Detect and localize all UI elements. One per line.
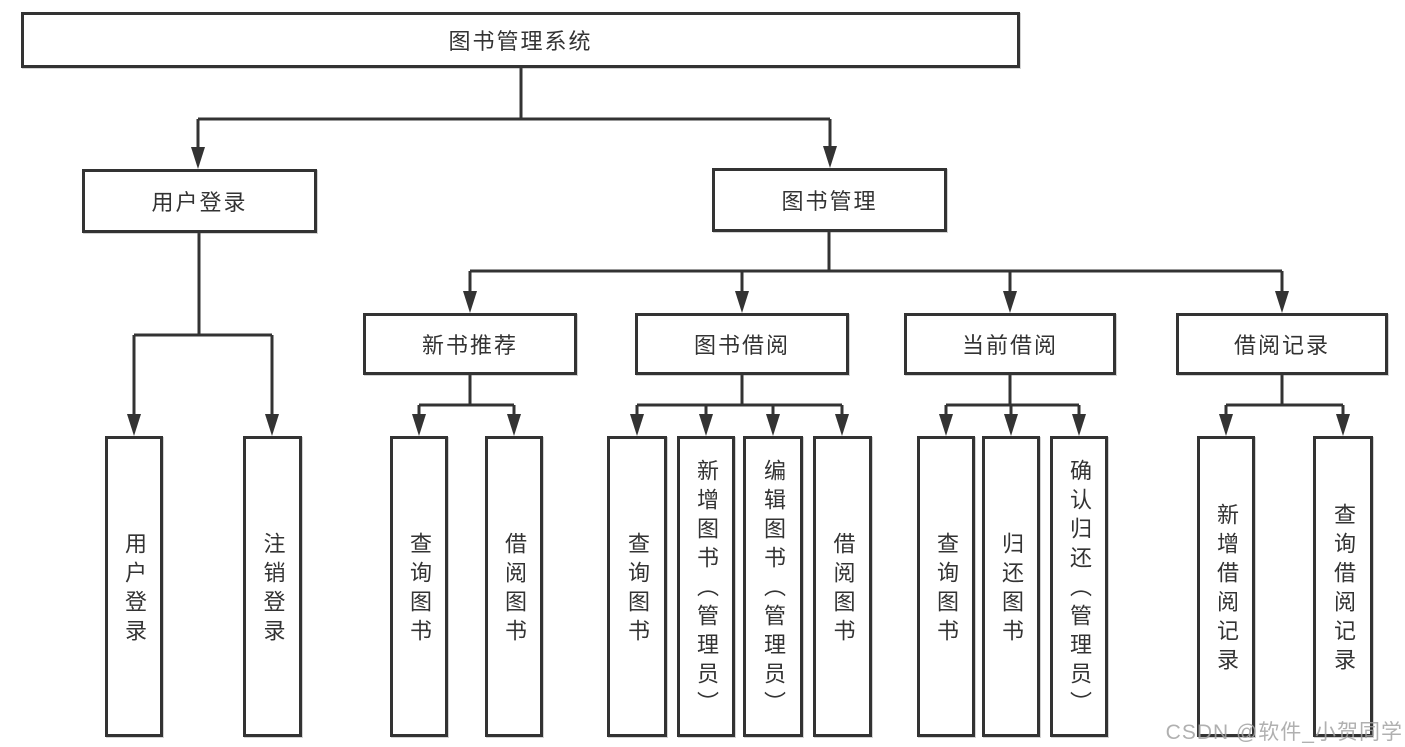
leaf-current-confirm-return-admin: 确认归还（管理员）: [1050, 436, 1108, 737]
leaf-record-add-borrow-record: 新增借阅记录: [1197, 436, 1255, 737]
node-current-borrow: 当前借阅: [904, 313, 1116, 375]
arrowheads: [127, 146, 1350, 436]
leaf-record-query-borrow-record: 查询借阅记录: [1313, 436, 1373, 737]
leaf-current-query-books: 查询图书: [917, 436, 975, 737]
csdn-watermark: CSDN @软件_小贺同学: [1165, 721, 1403, 744]
node-new-book-recommend: 新书推荐: [363, 313, 577, 375]
node-borrow-record: 借阅记录: [1176, 313, 1388, 375]
node-book-borrow: 图书借阅: [635, 313, 849, 375]
leaf-current-return-books: 归还图书: [982, 436, 1040, 737]
leaf-recommend-query-books: 查询图书: [390, 436, 448, 737]
leaf-logout: 注销登录: [243, 436, 302, 737]
leaf-borrow-add-books-admin: 新增图书（管理员）: [677, 436, 735, 737]
leaf-borrow-query-books: 查询图书: [607, 436, 667, 737]
node-root-system: 图书管理系统: [21, 12, 1020, 68]
leaf-borrow-borrow-books: 借阅图书: [813, 436, 872, 737]
node-user-login: 用户登录: [82, 169, 317, 233]
leaf-user-login: 用户登录: [105, 436, 163, 737]
leaf-recommend-borrow-books: 借阅图书: [485, 436, 543, 737]
node-book-management: 图书管理: [712, 168, 947, 232]
leaf-borrow-edit-books-admin: 编辑图书（管理员）: [743, 436, 803, 737]
